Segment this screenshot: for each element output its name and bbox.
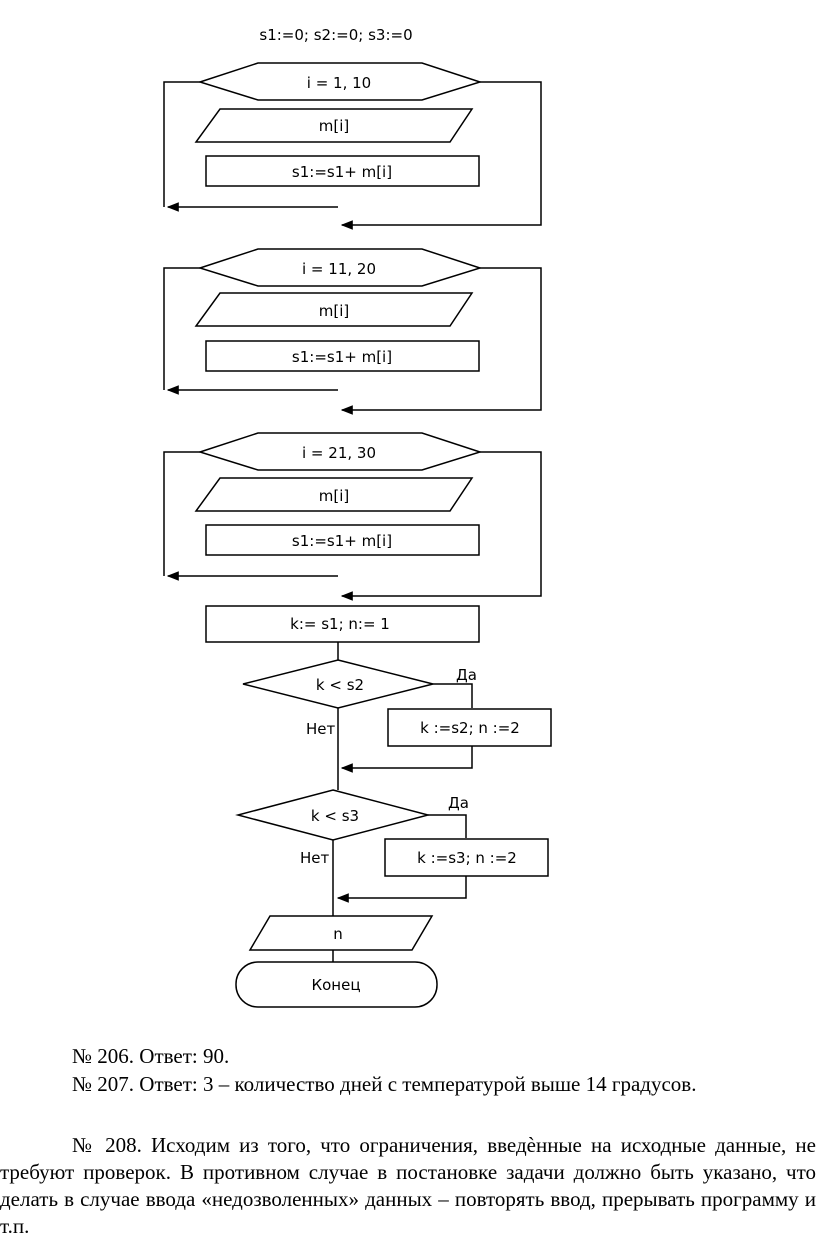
output-label: n bbox=[333, 925, 343, 943]
loop-process-label-1: s1:=s1+ m[i] bbox=[292, 163, 392, 181]
action-box-1 bbox=[387, 708, 552, 747]
assign-label: k:= s1; n:= 1 bbox=[290, 615, 390, 633]
action-label-2: k :=s3; n :=2 bbox=[417, 849, 517, 867]
loop-block-3: i = 21, 30 m[i] s1:=s1+ m[i] bbox=[163, 432, 542, 601]
loop-input-label-1: m[i] bbox=[319, 117, 349, 135]
condition-label-1: k < s2 bbox=[316, 676, 364, 694]
merge-1 bbox=[340, 746, 473, 773]
output-box bbox=[248, 915, 434, 951]
answer-206: № 206. Ответ: 90. bbox=[72, 1044, 230, 1068]
loop-input-label-3: m[i] bbox=[319, 487, 349, 505]
answer-207: № 207. Ответ: 3 – количество дней с темп… bbox=[72, 1072, 697, 1096]
no-label-2: Нет bbox=[300, 849, 330, 867]
init-label: s1:=0; s2:=0; s3:=0 bbox=[259, 26, 412, 44]
loop-block-2: i = 11, 20 m[i] s1:=s1+ m[i] bbox=[163, 248, 542, 415]
loop-return-3 bbox=[163, 451, 200, 576]
loop-header-label-1: i = 1, 10 bbox=[307, 74, 371, 92]
end-terminator bbox=[235, 961, 438, 1008]
yes-branch-2 bbox=[428, 814, 467, 838]
action-label-1: k :=s2; n :=2 bbox=[420, 719, 520, 737]
loop-header-label-2: i = 11, 20 bbox=[302, 260, 376, 278]
loop-process-label-3: s1:=s1+ m[i] bbox=[292, 532, 392, 550]
loop-process-2 bbox=[205, 340, 480, 372]
loop-exit-3 bbox=[340, 451, 542, 601]
loop-return-2 bbox=[163, 267, 200, 390]
flowchart: s1:=0; s2:=0; s3:=0 i = 1, 10 m[i] s1:=s… bbox=[163, 26, 552, 1008]
no-label-1: Нет bbox=[306, 720, 336, 738]
merge-2 bbox=[336, 876, 467, 903]
loop-header-label-3: i = 21, 30 bbox=[302, 444, 376, 462]
loop-input-3 bbox=[194, 477, 474, 512]
yes-branch-1 bbox=[433, 683, 473, 708]
loop-block-1: i = 1, 10 m[i] s1:=s1+ m[i] bbox=[163, 62, 542, 230]
condition-label-2: k < s3 bbox=[311, 807, 359, 825]
loop-process-label-2: s1:=s1+ m[i] bbox=[292, 348, 392, 366]
loop-process-3 bbox=[205, 524, 480, 556]
loop-exit-2 bbox=[340, 267, 542, 415]
yes-label-2: Да bbox=[448, 794, 469, 812]
loop-input-label-2: m[i] bbox=[319, 302, 349, 320]
paragraph-208: № 208. Исходим из того, что ограничения,… bbox=[0, 1133, 816, 1238]
loop-exit-1 bbox=[340, 81, 542, 230]
assign-box bbox=[205, 605, 480, 643]
yes-label-1: Да bbox=[456, 666, 477, 684]
loop-process-1 bbox=[205, 155, 480, 187]
loop-input-2 bbox=[194, 292, 474, 327]
loop-input-1 bbox=[194, 108, 474, 143]
end-label: Конец bbox=[311, 976, 360, 994]
loop-return-1 bbox=[163, 81, 200, 207]
